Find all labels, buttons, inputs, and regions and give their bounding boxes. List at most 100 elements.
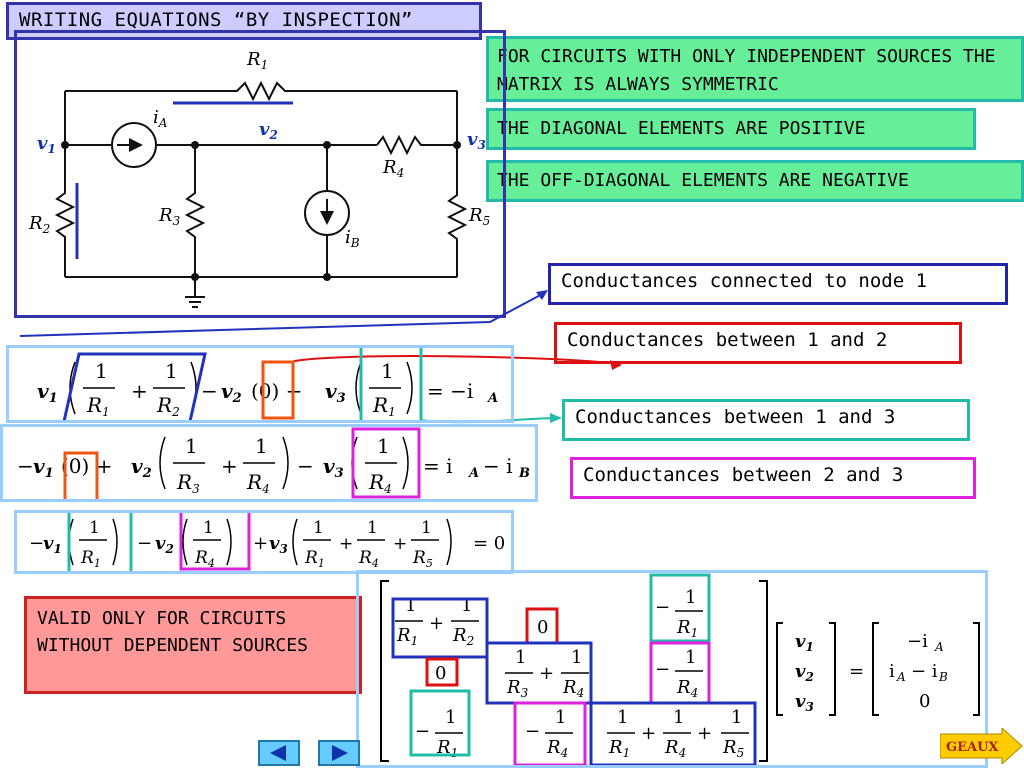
note-diagonal-positive: THE DIAGONAL ELEMENTS ARE POSITIVE [486,108,976,150]
svg-text:R1: R1 [676,617,698,640]
svg-text:1: 1 [555,707,566,728]
svg-text:− i: − i [483,454,513,478]
svg-text:1: 1 [367,518,378,538]
svg-text:= i: = i [423,454,453,478]
label-iA: iA [153,107,168,130]
svg-text:v2: v2 [155,533,174,556]
svg-text:+: + [429,613,444,634]
svg-text:−: − [525,721,540,742]
svg-text:+: + [393,534,407,554]
label-R1: R1 [246,49,268,72]
svg-text:R1: R1 [80,548,101,570]
equation-3-svg: − v1 − v2 + v3 = 0 1R1 1R4 1R1 + 1R4 + 1… [29,501,505,585]
svg-text:A: A [934,640,944,654]
svg-text:+: + [339,534,353,554]
svg-text:+: + [641,723,656,744]
note-offdiagonal-negative: THE OFF-DIAGONAL ELEMENTS ARE NEGATIVE [486,160,1024,202]
svg-text:v3: v3 [325,379,346,406]
svg-text:v1: v1 [37,379,58,406]
svg-text:0: 0 [537,617,548,638]
svg-text:−: − [137,533,152,554]
svg-text:− i: − i [911,661,938,682]
valid-note: VALID ONLY FOR CIRCUITS WITHOUT DEPENDEN… [24,596,362,694]
label-R3: R3 [158,205,181,228]
svg-text:+: + [221,454,238,478]
svg-text:−: − [655,597,670,618]
svg-text:R4: R4 [194,548,215,570]
svg-text:R1: R1 [86,393,110,419]
svg-text:R5: R5 [412,548,433,570]
svg-text:R3: R3 [506,677,529,700]
svg-text:−: − [201,379,218,403]
callout-between-2-3: Conductances between 2 and 3 [570,457,976,499]
svg-text:−i: −i [907,631,928,652]
svg-text:+: + [697,723,712,744]
svg-text:1: 1 [381,359,394,383]
svg-text:i: i [889,661,895,682]
svg-text:B: B [938,670,948,684]
page-title: WRITING EQUATIONS “BY INSPECTION” [6,2,482,40]
svg-text:1: 1 [405,595,416,616]
svg-text:R4: R4 [562,677,584,700]
svg-text:1: 1 [571,647,582,668]
svg-text:1: 1 [731,707,742,728]
svg-text:v3: v3 [795,691,814,714]
svg-text:1: 1 [515,647,526,668]
svg-text:R4: R4 [368,470,392,496]
geaux-button[interactable]: GEAUX [939,726,1024,768]
svg-text:R2: R2 [156,393,180,419]
callout-between-1-3: Conductances between 1 and 3 [562,399,970,441]
svg-text:R3: R3 [176,470,200,496]
label-R4: R4 [382,157,404,180]
svg-text:A: A [896,670,906,684]
svg-text:+: + [539,663,554,684]
equation-1-svg: v1 − v2 (0) − v3 = −i A 1R1 + 1R2 1R1 [37,342,498,428]
svg-text:R4: R4 [246,470,270,496]
svg-text:R1: R1 [436,737,458,760]
arrow-node1 [19,291,547,337]
svg-text:1: 1 [95,359,108,383]
svg-text:v3: v3 [323,454,344,481]
svg-text:R4: R4 [664,737,686,760]
svg-text:−: − [29,533,44,554]
svg-text:1: 1 [185,434,198,458]
svg-text:A: A [486,391,498,406]
circuit-diagram: R1 R2 R3 R4 R5 iA iB v1 v2 v3 [14,30,506,318]
svg-text:v3: v3 [269,533,288,556]
svg-text:1: 1 [617,707,628,728]
svg-text:+: + [131,379,148,403]
svg-text:1: 1 [685,647,696,668]
svg-text:1: 1 [165,359,178,383]
svg-text:R4: R4 [676,677,698,700]
svg-text:−: − [655,659,670,680]
svg-text:1: 1 [673,707,684,728]
circuit-svg: R1 R2 R3 R4 R5 iA iB v1 v2 v3 [28,49,490,308]
svg-text:−: − [297,454,314,478]
label-R5: R5 [468,205,490,228]
svg-text:1: 1 [685,587,696,608]
svg-text:= 0: = 0 [473,533,505,554]
svg-text:0: 0 [435,663,446,684]
svg-text:1: 1 [255,434,268,458]
svg-text:R1: R1 [396,625,418,648]
geaux-label: GEAUX [946,740,999,755]
svg-text:R5: R5 [722,737,744,760]
next-slide-button[interactable] [318,740,360,766]
svg-text:v1: v1 [795,631,814,654]
svg-text:1: 1 [445,707,456,728]
arrow-left-icon [270,745,286,761]
arrow-right-icon [332,745,348,761]
svg-text:= −i: = −i [427,379,473,403]
previous-slide-button[interactable] [258,740,300,766]
svg-text:v2: v2 [221,379,242,406]
label-v1: v1 [37,133,56,156]
svg-text:v2: v2 [795,661,814,684]
svg-text:−: − [415,721,430,742]
svg-text:1: 1 [89,518,100,538]
callout-node1: Conductances connected to node 1 [548,263,1008,305]
svg-text:−: − [17,454,34,478]
